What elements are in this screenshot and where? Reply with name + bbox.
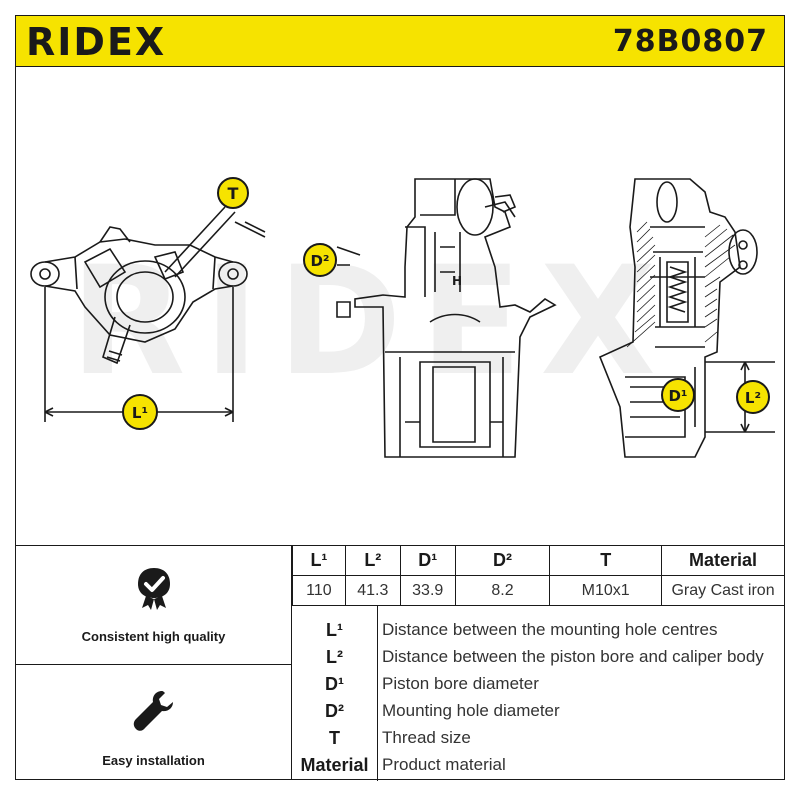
svg-text:T: T xyxy=(228,184,239,203)
legend-description: Thread size xyxy=(382,728,471,747)
legend-description: Product material xyxy=(382,755,506,774)
svg-text:L²: L² xyxy=(745,389,761,407)
badge-T: T xyxy=(217,177,249,209)
legend-row: L¹ Distance between the mounting hole ce… xyxy=(292,620,785,646)
legend-symbol: L² xyxy=(326,647,343,667)
badge-L2: L² xyxy=(736,380,770,414)
content-frame xyxy=(15,67,785,780)
features-divider xyxy=(15,664,292,665)
spec-value: 41.3 xyxy=(344,575,401,606)
spec-header: D¹ xyxy=(399,545,456,576)
legend-row: Material Product material xyxy=(292,755,785,781)
caliper-side-view xyxy=(336,178,557,458)
spec-header: T xyxy=(549,545,663,576)
feature-installation: Easy installation xyxy=(15,688,292,768)
part-number: 78B0807 xyxy=(612,24,768,59)
legend-symbol: L¹ xyxy=(326,620,343,640)
svg-text:D¹: D¹ xyxy=(668,387,687,405)
legend-symbol: T xyxy=(329,728,340,748)
caliper-technical-drawing: T L¹ D² D¹ L² H xyxy=(30,177,775,458)
label-H: H xyxy=(452,274,462,288)
legend-separator xyxy=(377,606,378,781)
spec-value-row: 110 41.3 33.9 8.2 M10x1 Gray Cast iron xyxy=(292,575,785,606)
legend-description: Piston bore diameter xyxy=(382,674,539,693)
feature-label-installation: Easy installation xyxy=(102,753,205,768)
quality-check-icon xyxy=(137,568,170,610)
brand-watermark: RIDEX xyxy=(70,235,674,409)
feature-label-quality: Consistent high quality xyxy=(81,629,226,644)
legend-description: Distance between the piston bore and cal… xyxy=(382,647,764,666)
svg-text:D²: D² xyxy=(310,252,329,270)
legend-row: T Thread size xyxy=(292,728,785,754)
spec-header: L² xyxy=(344,545,401,576)
legend-row: D² Mounting hole diameter xyxy=(292,701,785,727)
caliper-top-view xyxy=(30,206,266,422)
legend-symbol: D¹ xyxy=(325,674,344,694)
badge-D1: D¹ xyxy=(661,378,695,412)
spec-header: Material xyxy=(661,545,785,576)
features-panel: Consistent high quality Easy installatio… xyxy=(15,545,292,780)
spec-value: 8.2 xyxy=(454,575,551,606)
spec-header-row: L¹ L² D¹ D² T Material xyxy=(292,545,785,576)
legend-description: Distance between the mounting hole centr… xyxy=(382,620,718,639)
spec-table: L¹ L² D¹ D² T Material 110 41.3 33.9 8.2… xyxy=(292,545,785,606)
svg-text:L¹: L¹ xyxy=(132,404,148,422)
ridex-logo: RIDEX xyxy=(26,22,166,62)
spec-header: D² xyxy=(454,545,551,576)
spec-value: 110 xyxy=(292,575,346,606)
legend-row: L² Distance between the piston bore and … xyxy=(292,647,785,673)
legend-row: D¹ Piston bore diameter xyxy=(292,674,785,700)
feature-quality: Consistent high quality xyxy=(15,566,292,644)
legend: L¹ Distance between the mounting hole ce… xyxy=(292,605,785,781)
legend-symbol: Material xyxy=(300,755,369,775)
legend-symbol: D² xyxy=(325,701,344,721)
spec-header: L¹ xyxy=(292,545,346,576)
legend-description: Mounting hole diameter xyxy=(382,701,560,720)
header-bar: RIDEX 78B0807 xyxy=(15,15,785,67)
spec-value: 33.9 xyxy=(399,575,456,606)
badge-L1: L¹ xyxy=(122,394,158,430)
spec-value: M10x1 xyxy=(549,575,663,606)
wrench-icon xyxy=(133,691,173,731)
spec-value: Gray Cast iron xyxy=(661,575,785,606)
caliper-cross-section xyxy=(598,178,775,458)
badge-D2: D² xyxy=(303,243,337,277)
svg-text:RIDEX: RIDEX xyxy=(26,22,166,62)
